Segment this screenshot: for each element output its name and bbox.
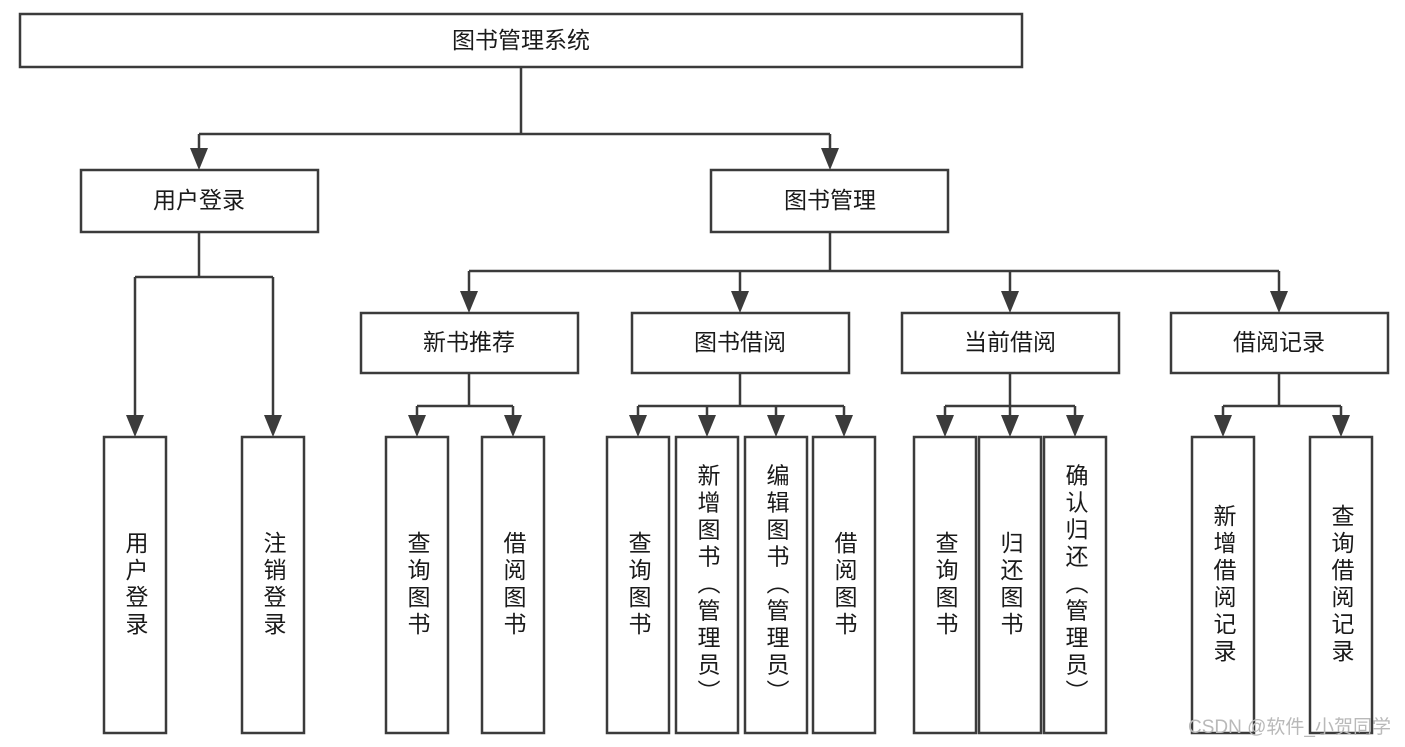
leaf-box[interactable] [240,435,306,735]
node-book-management-box[interactable] [709,168,950,234]
arrow-head-icon [1332,415,1350,437]
leaf-node[interactable]: 用户登录 [102,435,168,735]
leaf-label: 查询图书 [404,531,431,639]
leaf-node[interactable]: 查询图书 [384,435,450,735]
node-root-box[interactable] [18,12,1024,69]
arrow-head-icon [629,415,647,437]
arrow-head-icon [1001,415,1019,437]
connector-layer [126,67,1350,437]
leaf-box[interactable] [384,435,450,735]
leaf-label: 借阅图书 [500,531,527,639]
leaf-label: 查询图书 [932,531,959,639]
node-user-login-label: 用户登录 [153,187,245,213]
leaf-node[interactable]: 借阅图书 [811,435,877,735]
leaf-label: 新增图书（管理员） [694,464,721,707]
arrow-head-icon [190,148,208,170]
node-book-management[interactable]: 图书管理 [709,168,950,234]
node-current-borrow[interactable]: 当前借阅 [900,311,1121,375]
arrow-head-icon [1214,415,1232,437]
leaf-box[interactable] [102,435,168,735]
node-borrow-record[interactable]: 借阅记录 [1169,311,1390,375]
leaf-node[interactable]: 查询借阅记录 [1308,435,1374,735]
arrow-head-icon [504,415,522,437]
leaf-label: 编辑图书（管理员） [763,464,790,707]
leaf-node[interactable]: 借阅图书 [480,435,546,735]
node-book-borrow[interactable]: 图书借阅 [630,311,851,375]
leaf-node[interactable]: 新增图书（管理员） [674,435,740,735]
leaf-box[interactable] [480,435,546,735]
node-book-borrow-label: 图书借阅 [694,329,786,355]
arrow-head-icon [126,415,144,437]
arrow-head-icon [767,415,785,437]
leaf-label: 借阅图书 [831,531,858,639]
arrow-head-icon [835,415,853,437]
leaf-box[interactable] [743,435,809,735]
arrow-head-icon [1270,291,1288,313]
node-root[interactable]: 图书管理系统 [18,12,1024,69]
leaf-box[interactable] [912,435,978,735]
arrow-head-icon [1066,415,1084,437]
leaf-box[interactable] [1042,435,1108,735]
leaf-node[interactable]: 查询图书 [605,435,671,735]
leaf-box[interactable] [605,435,671,735]
leaf-box[interactable] [811,435,877,735]
leaf-box[interactable] [674,435,740,735]
leaf-label: 确认归还（管理员） [1062,464,1089,707]
leaf-box[interactable] [1308,435,1374,735]
node-current-borrow-box[interactable] [900,311,1121,375]
leaf-box[interactable] [1190,435,1256,735]
leaf-label: 注销登录 [260,531,287,639]
node-new-book-recommend-label: 新书推荐 [423,329,515,355]
arrow-head-icon [460,291,478,313]
arrow-head-icon [1001,291,1019,313]
node-user-login-box[interactable] [79,168,320,234]
node-book-management-label: 图书管理 [784,187,876,213]
leaf-label: 归还图书 [997,531,1024,639]
arrow-head-icon [821,148,839,170]
node-book-borrow-box[interactable] [630,311,851,375]
leaf-box[interactable] [977,435,1043,735]
node-current-borrow-label: 当前借阅 [964,329,1056,355]
node-new-book-recommend[interactable]: 新书推荐 [359,311,580,375]
leaf-node[interactable]: 查询图书 [912,435,978,735]
leaf-node[interactable]: 注销登录 [240,435,306,735]
node-borrow-record-box[interactable] [1169,311,1390,375]
leaf-label: 查询图书 [625,531,652,639]
arrow-head-icon [731,291,749,313]
leaf-label: 查询借阅记录 [1328,504,1355,666]
node-root-label: 图书管理系统 [452,27,590,53]
node-new-book-recommend-box[interactable] [359,311,580,375]
arrow-head-icon [408,415,426,437]
leaf-node[interactable]: 编辑图书（管理员） [743,435,809,735]
arrow-head-icon [936,415,954,437]
arrow-head-icon [264,415,282,437]
arrow-head-icon [698,415,716,437]
leaf-label: 用户登录 [122,531,149,639]
leaf-node[interactable]: 新增借阅记录 [1190,435,1256,735]
leaf-node[interactable]: 确认归还（管理员） [1042,435,1108,735]
leaf-label: 新增借阅记录 [1210,504,1237,666]
node-borrow-record-label: 借阅记录 [1233,329,1325,355]
node-user-login[interactable]: 用户登录 [79,168,320,234]
leaf-node[interactable]: 归还图书 [977,435,1043,735]
